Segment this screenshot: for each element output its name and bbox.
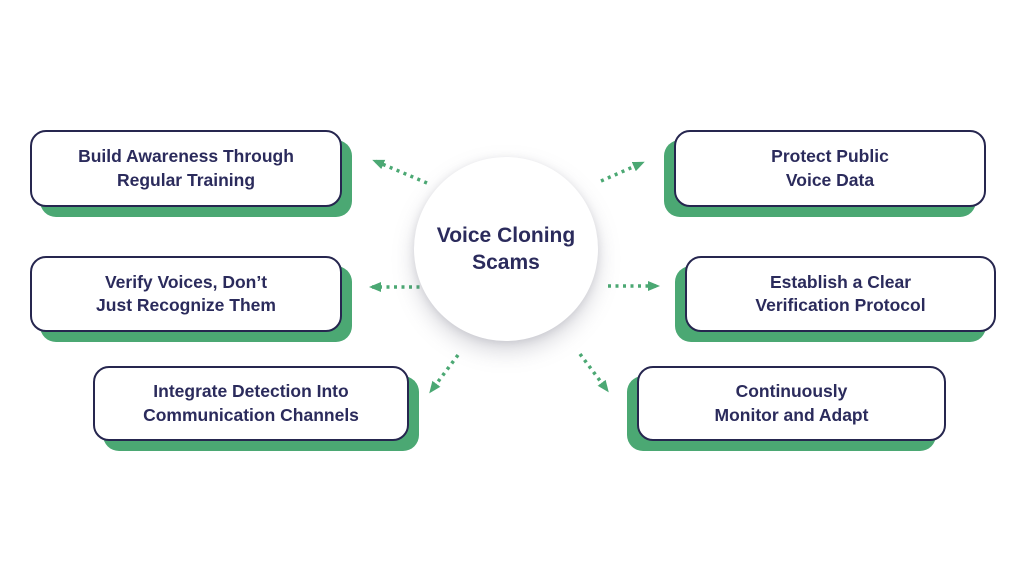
central-topic-label: Voice Cloning Scams (436, 223, 576, 274)
box-build-awareness-label: Build Awareness Through Regular Training (78, 146, 294, 190)
box-verify-voices: Verify Voices, Don’t Just Recognize Them (30, 256, 342, 332)
box-monitor-adapt: Continuously Monitor and Adapt (637, 366, 946, 441)
box-monitor-adapt-label: Continuously Monitor and Adapt (714, 381, 869, 425)
arrow-to-bottom-left (429, 353, 460, 394)
box-integrate-detection-label: Integrate Detection Into Communication C… (143, 381, 359, 425)
box-protect-voice-data: Protect Public Voice Data (674, 130, 986, 207)
box-verification-protocol: Establish a Clear Verification Protocol (685, 256, 996, 332)
box-verification-protocol-label: Establish a Clear Verification Protocol (755, 271, 926, 315)
box-integrate-detection: Integrate Detection Into Communication C… (93, 366, 409, 441)
box-build-awareness: Build Awareness Through Regular Training (30, 130, 342, 207)
arrow-to-top-right (600, 161, 645, 183)
arrow-to-bottom-right (578, 352, 609, 393)
box-protect-voice-data-label: Protect Public Voice Data (771, 146, 889, 190)
central-topic-circle: Voice Cloning Scams (414, 157, 598, 341)
arrow-to-top-left (372, 159, 428, 185)
box-verify-voices-label: Verify Voices, Don’t Just Recognize Them (96, 271, 276, 315)
